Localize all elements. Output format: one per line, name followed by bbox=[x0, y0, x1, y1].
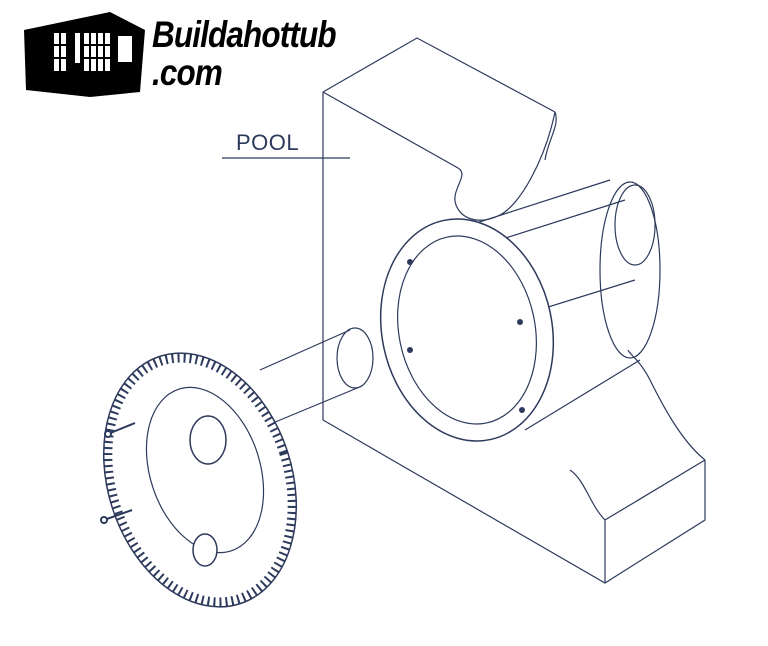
pool-label: POOL bbox=[236, 130, 300, 155]
pool-wall-block bbox=[222, 37, 706, 584]
logo-text-line1: Buildahottub bbox=[152, 14, 337, 55]
screws bbox=[100, 422, 136, 524]
flange-ring bbox=[379, 218, 555, 442]
suction-grate bbox=[102, 352, 298, 608]
logo-text-line2: .com bbox=[152, 52, 223, 93]
logo-house-icon bbox=[24, 12, 145, 97]
pipe bbox=[259, 327, 374, 426]
